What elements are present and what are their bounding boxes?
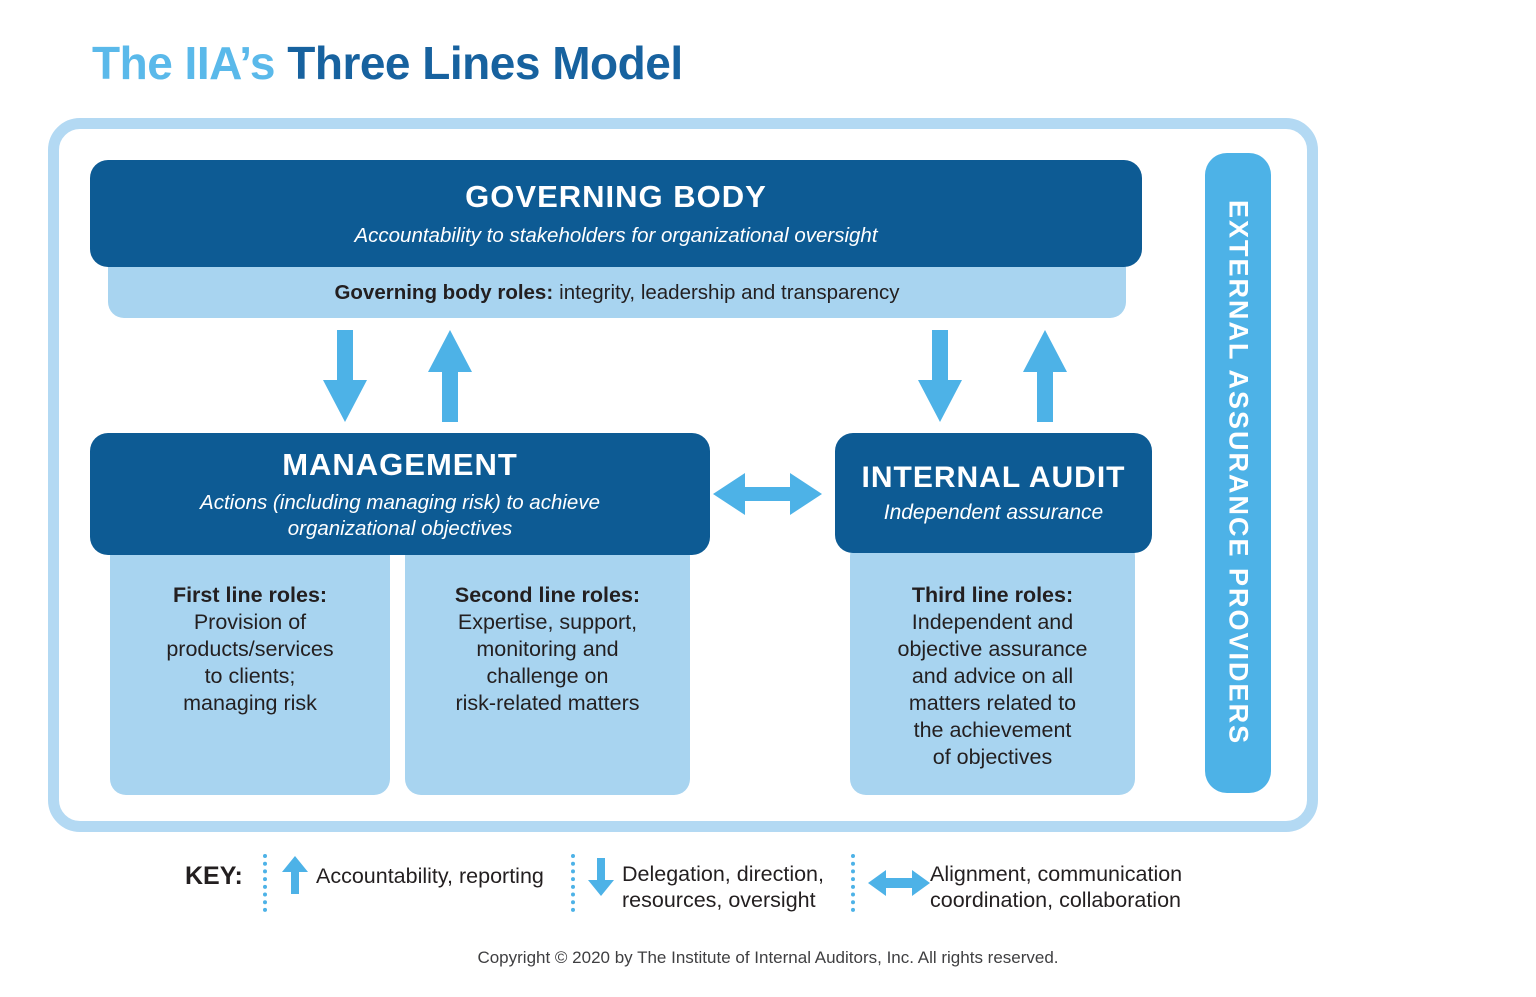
third-line-roles-heading: Third line roles: (911, 583, 1074, 607)
accountability-up-arrow-icon (1023, 330, 1067, 422)
first-line-roles-heading: First line roles: (172, 583, 328, 607)
external-assurance-providers-bar: EXTERNAL ASSURANCE PROVIDERS (1205, 153, 1271, 793)
key-item-alignment: Alignment, communication coordination, c… (930, 862, 1183, 912)
third-line-roles-body: Independent and objective assurance and … (897, 610, 1088, 769)
governing-body-roles-text: integrity, leadership and transparency (559, 281, 900, 304)
accountability-up-arrow-icon (428, 330, 472, 422)
governing-body-subtitle: Accountability to stakeholders for organ… (354, 224, 878, 247)
second-line-roles-box: Second line roles: Expertise, support, m… (405, 540, 690, 795)
delegation-down-arrow-icon (918, 330, 962, 422)
key-label: KEY: (185, 862, 243, 890)
management-box: MANAGEMENT Actions (including managing r… (90, 433, 710, 555)
key-legend: KEY: Accountability, reporting Delegatio… (0, 852, 1536, 922)
management-title: MANAGEMENT (282, 446, 518, 482)
management-subtitle: Actions (including managing risk) to ach… (200, 490, 600, 540)
diagram-frame: Governing body roles: integrity, leaders… (48, 118, 1318, 832)
third-line-roles-box: Third line roles: Independent and object… (850, 540, 1135, 795)
internal-audit-title: INTERNAL AUDIT (861, 461, 1126, 494)
key-up-arrow-icon (282, 856, 308, 894)
key-divider (571, 854, 575, 912)
key-divider (851, 854, 855, 912)
governing-body-roles-label: Governing body roles: (334, 281, 554, 304)
alignment-double-arrow-icon (713, 473, 822, 515)
second-line-roles-body: Expertise, support, monitoring and chall… (455, 610, 640, 715)
page-title: The IIA’s Three Lines Model (92, 36, 683, 90)
internal-audit-box: INTERNAL AUDIT Independent assurance (835, 433, 1152, 553)
delegation-down-arrow-icon (323, 330, 367, 422)
key-divider (263, 854, 267, 912)
key-item-accountability: Accountability, reporting (316, 864, 544, 888)
external-assurance-providers-label: EXTERNAL ASSURANCE PROVIDERS (1223, 200, 1254, 746)
governing-body-title: GOVERNING BODY (465, 179, 767, 214)
first-line-roles-box: First line roles: Provision of products/… (110, 540, 390, 795)
page-title-prefix: The IIA’s (92, 37, 275, 89)
copyright-notice: Copyright © 2020 by The Institute of Int… (477, 948, 1059, 967)
first-line-roles-body: Provision of products/services to client… (166, 610, 334, 715)
key-item-delegation: Delegation, direction, resources, oversi… (622, 862, 824, 912)
second-line-roles-heading: Second line roles: (454, 583, 641, 607)
page-title-main: Three Lines Model (287, 37, 683, 89)
key-double-arrow-icon (868, 870, 930, 896)
governing-body-box: GOVERNING BODY Accountability to stakeho… (90, 160, 1142, 267)
key-down-arrow-icon (588, 858, 614, 896)
internal-audit-subtitle: Independent assurance (883, 501, 1104, 524)
